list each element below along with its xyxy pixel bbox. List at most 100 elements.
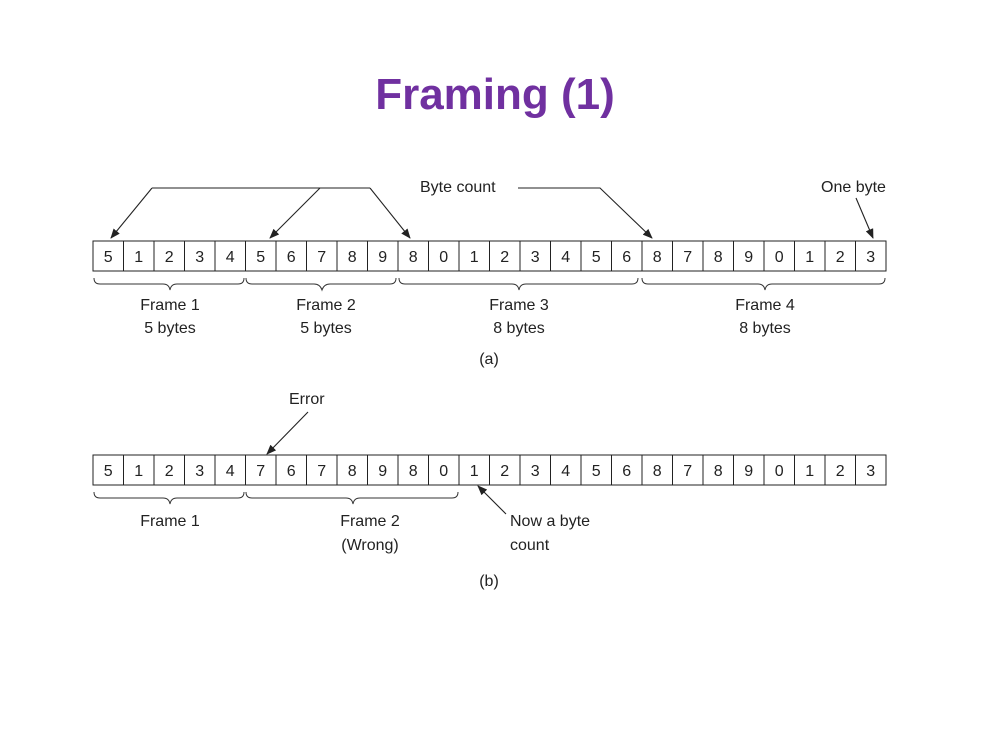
byte-b-value: 3 xyxy=(195,463,204,480)
byte-a-value: 3 xyxy=(531,249,540,266)
byte-a-cell xyxy=(580,240,612,272)
byte-a-value: 4 xyxy=(226,249,235,266)
frame4-size: 8 bytes xyxy=(739,320,791,337)
byte-b-cell xyxy=(794,454,826,486)
slide-title: Framing (1) xyxy=(375,70,615,119)
caption-a: (a) xyxy=(479,351,499,368)
byte-b-value: 4 xyxy=(561,463,570,480)
byte-b-value: 6 xyxy=(287,463,296,480)
byte-a-cell xyxy=(214,240,246,272)
byte-b-value: 4 xyxy=(226,463,235,480)
byte-a-cell xyxy=(397,240,429,272)
byte-a-value: 4 xyxy=(561,249,570,266)
byte-a-value: 9 xyxy=(378,249,387,266)
byte-b-value: 3 xyxy=(531,463,540,480)
byte-a-value: 8 xyxy=(653,249,662,266)
byte-b-cell xyxy=(580,454,612,486)
byte-a-cell xyxy=(336,240,368,272)
frame4-brace xyxy=(641,277,886,291)
one-byte-label: One byte xyxy=(821,179,886,196)
byte-a-cell xyxy=(92,240,124,272)
byte-b-value: 6 xyxy=(622,463,631,480)
byte-b-cell xyxy=(336,454,368,486)
arrow-to-frame2-count xyxy=(269,187,321,239)
byte-a-cell xyxy=(641,240,673,272)
byte-a-value: 1 xyxy=(470,249,479,266)
byte-b-value: 3 xyxy=(866,463,875,480)
frame2-brace xyxy=(245,277,397,292)
byte-b-value: 1 xyxy=(134,463,143,480)
byte-a-cell xyxy=(367,240,399,272)
frame1-name: Frame 1 xyxy=(140,297,200,314)
byte-a-value: 5 xyxy=(592,249,601,266)
byte-a-cell xyxy=(428,240,460,272)
frame2-wrong-brace xyxy=(245,491,459,505)
byte-a-cell xyxy=(153,240,185,272)
byte-b-value: 9 xyxy=(744,463,753,480)
caption-b: (b) xyxy=(479,573,499,590)
arrow-to-error-byte xyxy=(266,411,309,455)
byte-b-cell xyxy=(123,454,155,486)
byte-a-value: 2 xyxy=(165,249,174,266)
byte-b-value: 5 xyxy=(104,463,113,480)
arrow-to-frame4-count xyxy=(518,187,653,239)
frame3-name: Frame 3 xyxy=(489,297,549,314)
byte-a-value: 1 xyxy=(805,249,814,266)
byte-a-cell xyxy=(245,240,277,272)
byte-b-value: 1 xyxy=(470,463,479,480)
byte-count-label: Byte count xyxy=(420,179,496,196)
arrow-to-frame3-count xyxy=(369,187,411,239)
byte-b-cell xyxy=(702,454,734,486)
byte-b-cell xyxy=(733,454,765,486)
byte-b-value: 0 xyxy=(439,463,448,480)
frame1-name-b: Frame 1 xyxy=(140,513,200,530)
byte-b-cell xyxy=(855,454,887,486)
byte-a-cell xyxy=(855,240,887,272)
byte-a-cell xyxy=(733,240,765,272)
byte-b-value: 2 xyxy=(500,463,509,480)
byte-a-value: 7 xyxy=(683,249,692,266)
frame4-name: Frame 4 xyxy=(735,297,795,314)
byte-b-cell xyxy=(458,454,490,486)
byte-a-value: 1 xyxy=(134,249,143,266)
byte-b-value: 7 xyxy=(317,463,326,480)
frame1-brace-b xyxy=(93,491,245,505)
byte-b-value: 7 xyxy=(256,463,265,480)
byte-b-cell xyxy=(397,454,429,486)
byte-b-value: 0 xyxy=(775,463,784,480)
byte-a-value: 0 xyxy=(775,249,784,266)
byte-a-value: 6 xyxy=(622,249,631,266)
byte-a-value: 0 xyxy=(439,249,448,266)
byte-a-cell xyxy=(184,240,216,272)
byte-a-cell xyxy=(550,240,582,272)
byte-b-value: 8 xyxy=(409,463,418,480)
now-byte-count-line2: count xyxy=(510,537,550,554)
byte-a-value: 2 xyxy=(836,249,845,266)
byte-b-cell xyxy=(641,454,673,486)
frame2-size: 5 bytes xyxy=(300,320,352,337)
arrow-to-frame1-count xyxy=(110,187,153,239)
byte-a-value: 3 xyxy=(866,249,875,266)
now-byte-count-line1: Now a byte xyxy=(510,513,590,530)
byte-b-cell xyxy=(611,454,643,486)
byte-b-cell xyxy=(428,454,460,486)
byte-a-cell xyxy=(611,240,643,272)
byte-a-cell xyxy=(824,240,856,272)
frame2-wrong-label: (Wrong) xyxy=(341,537,399,554)
frame2-name-b: Frame 2 xyxy=(340,513,400,530)
byte-b-value: 9 xyxy=(378,463,387,480)
byte-a-value: 9 xyxy=(744,249,753,266)
byte-a-cell xyxy=(306,240,338,272)
byte-b-cell xyxy=(824,454,856,486)
byte-a-value: 7 xyxy=(317,249,326,266)
frame1-brace xyxy=(93,277,245,291)
byte-a-value: 2 xyxy=(500,249,509,266)
byte-b-cell xyxy=(519,454,551,486)
byte-a-cell xyxy=(123,240,155,272)
